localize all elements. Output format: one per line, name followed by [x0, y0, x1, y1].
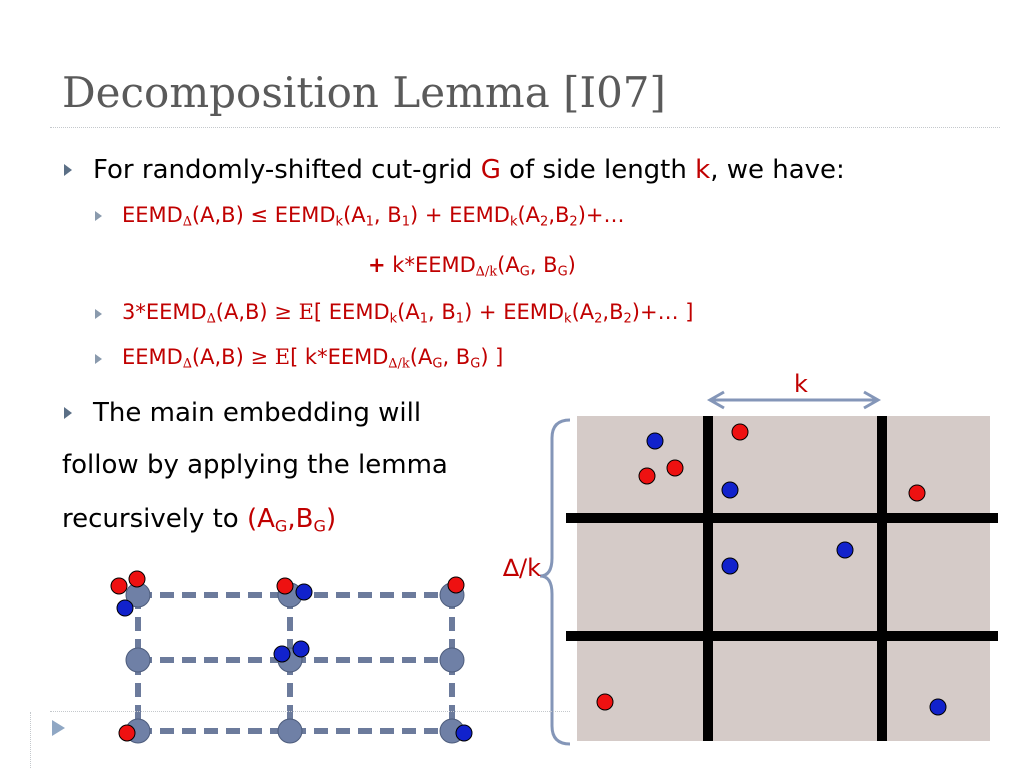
footer-side-rule	[30, 712, 31, 768]
bullet-arrow-icon	[64, 164, 72, 176]
bullet-arrow-icon	[64, 407, 72, 419]
blue-point	[929, 698, 947, 716]
bullet-arrow-icon	[95, 309, 102, 319]
blue-point	[273, 645, 291, 663]
formula-expectation: EEMD∆(A,B) ≥ E[ k*EEMD∆/k(AG, BG) ]	[122, 345, 504, 372]
bullet-arrow-icon	[95, 211, 102, 221]
red-point	[908, 484, 926, 502]
formula-decomposition-continued: + k*EEMD∆/k(AG, BG)	[368, 253, 576, 280]
blue-point	[116, 599, 134, 617]
formula-lower-bound: 3*EEMD∆(A,B) ≥ E[ EEMDk(A1, B1) + EEMDk(…	[122, 300, 694, 327]
slide-title: Decomposition Lemma [I07]	[62, 68, 666, 117]
k-width-arrow	[706, 390, 882, 410]
cut-grid-diagram: k ∆/k	[502, 370, 998, 746]
red-point	[128, 570, 146, 588]
embedding-text-line2: follow by applying the lemma	[62, 450, 448, 480]
bullet-text: of side length	[500, 155, 696, 185]
blue-point	[646, 432, 664, 450]
grid-symbol: G	[480, 155, 501, 185]
blue-point	[721, 557, 739, 575]
blue-point	[295, 583, 313, 601]
recursion-target: (AG,BG)	[246, 504, 337, 536]
bullet-arrow-icon	[95, 354, 102, 364]
grid-node	[277, 718, 303, 744]
grid-node	[439, 647, 465, 673]
red-point	[447, 576, 465, 594]
blue-point	[455, 724, 473, 742]
nav-arrow-icon[interactable]	[52, 720, 65, 736]
coarse-grid-diagram	[110, 570, 473, 744]
embedding-text-line1: The main embedding will	[93, 398, 422, 428]
red-point	[276, 577, 294, 595]
blue-point	[292, 640, 310, 658]
k-label: k	[794, 370, 808, 398]
bullet-text: For randomly-shifted cut-grid	[93, 155, 481, 185]
delta-brace	[539, 418, 571, 746]
red-point	[638, 467, 656, 485]
grid-region	[577, 416, 990, 741]
red-point	[118, 724, 136, 742]
bullet-text: , we have:	[710, 155, 845, 185]
bullet-cut-grid: For randomly-shifted cut-grid G of side …	[93, 157, 845, 183]
delta-k-label: ∆/k	[502, 554, 541, 582]
red-point	[731, 423, 749, 441]
embedding-text-line3: recursively to (AG,BG)	[62, 504, 337, 536]
grid-node	[125, 647, 151, 673]
footer-divider	[50, 711, 570, 712]
title-divider	[50, 127, 1000, 128]
blue-point	[721, 481, 739, 499]
formula-decomposition: EEMD∆(A,B) ≤ EEMDk(A1, B1) + EEMDk(A2,B2…	[122, 203, 625, 230]
red-point	[596, 693, 614, 711]
blue-point	[836, 541, 854, 559]
side-length-symbol: k	[695, 155, 711, 185]
red-point	[666, 459, 684, 477]
red-point	[110, 577, 128, 595]
